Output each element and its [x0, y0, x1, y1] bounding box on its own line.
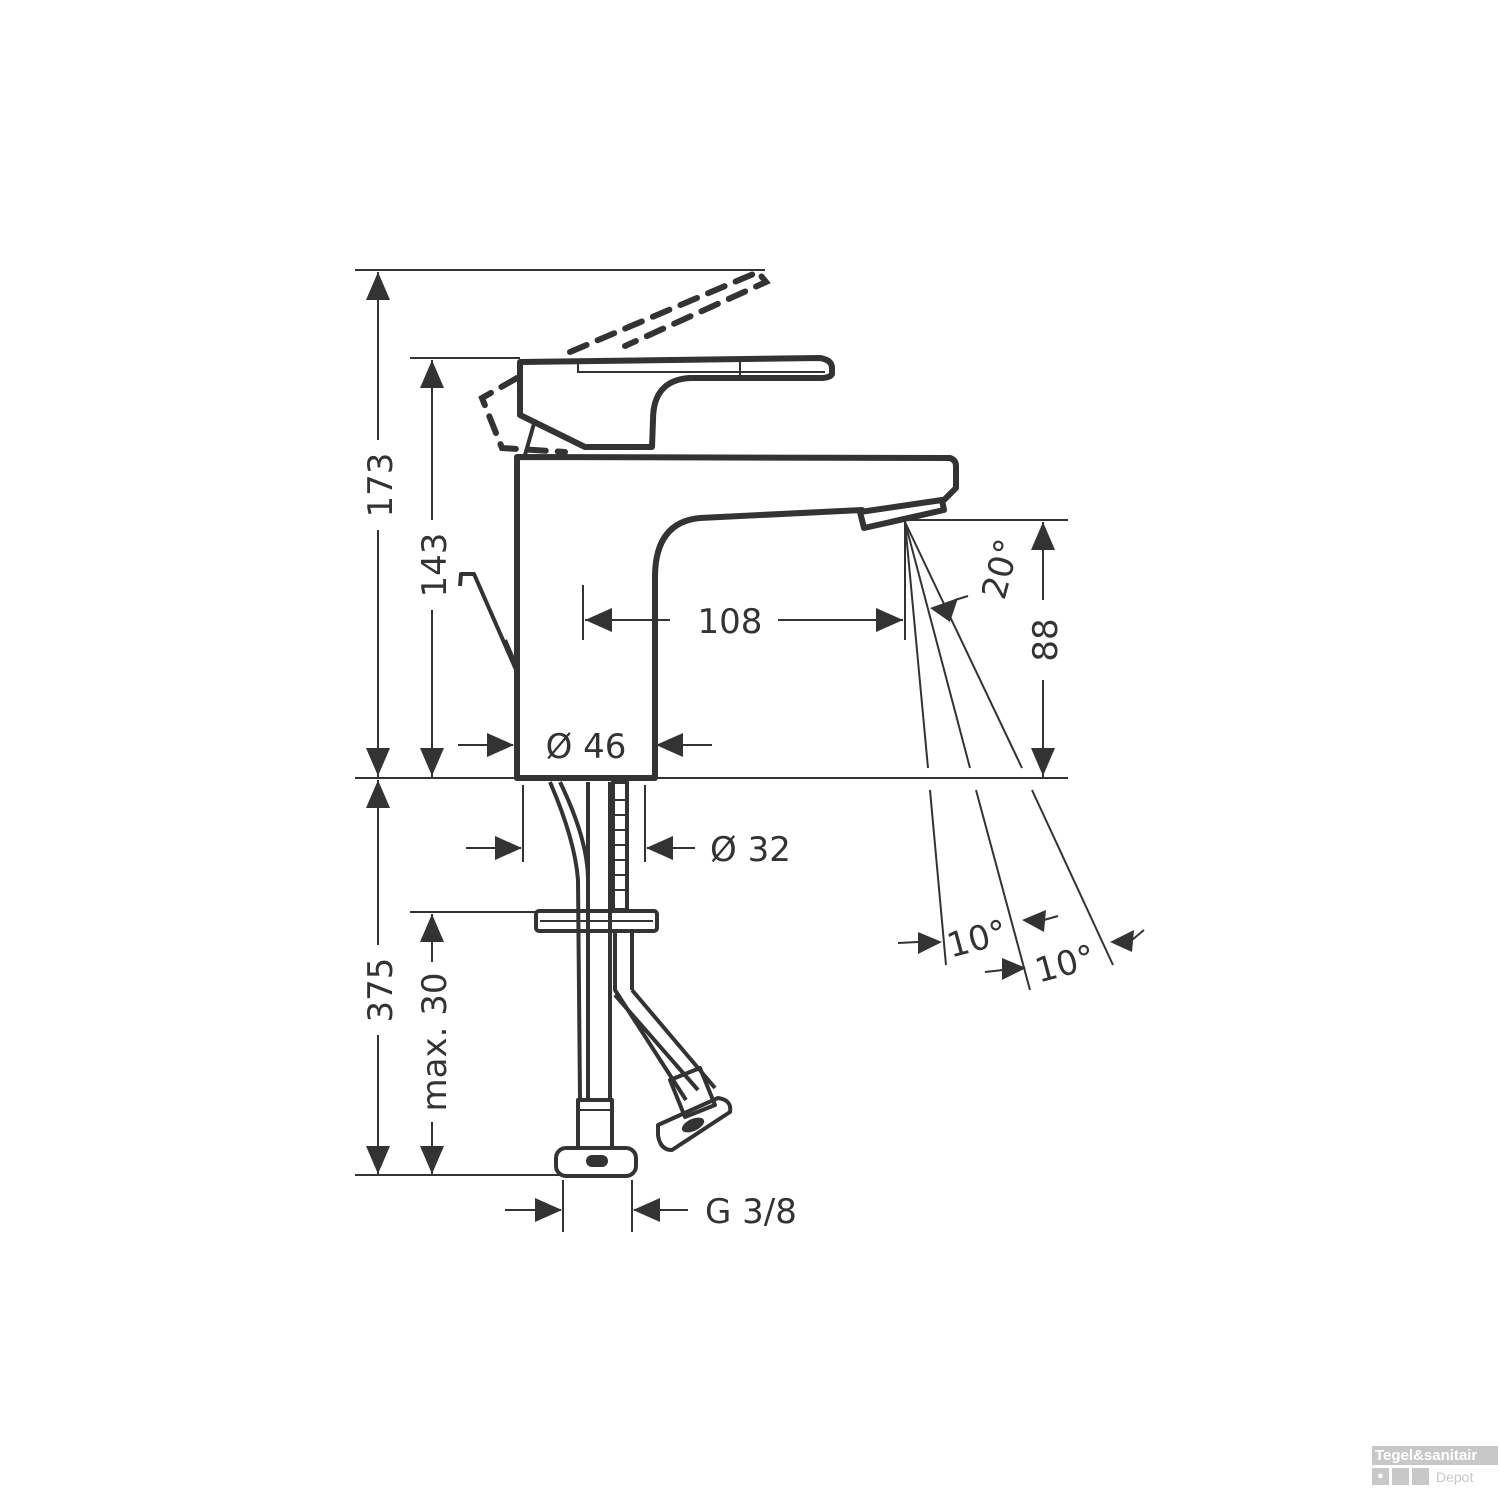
- dimension-d32: Ø 32: [466, 830, 791, 870]
- dim-375-label: 375: [361, 958, 401, 1023]
- faucet-body: [514, 454, 959, 781]
- spray-angle-dimension: 20° 10° 10°: [897, 521, 1145, 991]
- logo-square-icon: [1392, 1468, 1409, 1485]
- dim-max30-label: max. 30: [415, 973, 455, 1112]
- dimension-g38: G 3/8: [505, 1192, 797, 1232]
- water-drop-icon: ●: [1372, 1468, 1389, 1485]
- dim-173-label: 173: [361, 453, 401, 518]
- popup-rod: [458, 572, 519, 673]
- lever-open-position: [478, 268, 771, 455]
- lever-handle: [517, 355, 835, 456]
- dimension-88: 88: [1026, 522, 1066, 778]
- mounting-assembly: [534, 780, 733, 1178]
- logo-square-icon: [1412, 1468, 1429, 1485]
- dimension-d46: Ø 46: [458, 727, 712, 767]
- angle-10-left-label: 10°: [943, 912, 1012, 966]
- dim-143-label: 143: [415, 533, 455, 598]
- extension-lines: [355, 269, 1068, 1232]
- watermark-logo: Tegel&sanitair ● Depot: [1372, 1446, 1498, 1485]
- angle-10-right-label: 10°: [1031, 937, 1100, 991]
- dimension-173: 173: [361, 272, 401, 778]
- dimension-375: 375: [361, 780, 401, 1175]
- angle-20-label: 20°: [974, 535, 1028, 604]
- dimension-max-30: max. 30: [415, 914, 455, 1175]
- watermark-line2: Depot: [1436, 1468, 1474, 1485]
- dim-d32-label: Ø 32: [710, 830, 791, 870]
- dim-g38-label: G 3/8: [705, 1192, 797, 1232]
- watermark-line1: Tegel&sanitair: [1372, 1446, 1498, 1465]
- dimension-143: 143: [415, 360, 455, 778]
- dim-108-label: 108: [698, 602, 763, 642]
- dim-88-label: 88: [1026, 618, 1066, 661]
- dimension-108: 108: [585, 602, 903, 642]
- dim-d46-label: Ø 46: [546, 727, 627, 767]
